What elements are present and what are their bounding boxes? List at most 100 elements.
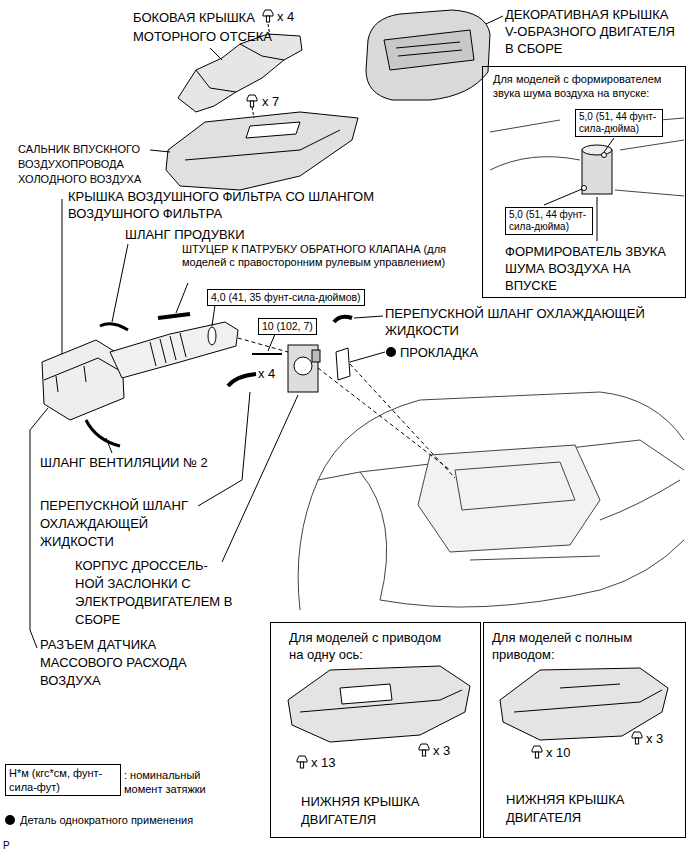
v-engine-cover [396, 42, 462, 56]
panel-heading: Для моделей с формирователем звука шума … [493, 72, 681, 100]
throttle-body [294, 357, 312, 375]
engine-bay [640, 440, 684, 470]
engine-under-covers [340, 684, 392, 704]
bolt-count: x 4 [277, 9, 294, 25]
bolt-icons [632, 732, 642, 744]
engine-bay [470, 556, 600, 560]
torque-box: 5,0 (51, 44 фунт- сила-дюйма) [575, 109, 663, 137]
air-filter-assembly [208, 327, 216, 345]
bolt-icons [263, 10, 273, 22]
alignment-lines [318, 368, 450, 470]
alignment-lines [350, 364, 455, 478]
inset-sketch [602, 153, 607, 158]
v-engine-cover [384, 30, 474, 70]
part-name: ПРОКЛАДКА [400, 345, 478, 360]
torque-value: 5,0 (51, 44 фунт- сила-дюйма) [509, 209, 589, 233]
inset-sketch [582, 150, 612, 194]
engine-bay [380, 540, 684, 607]
engine-bay [455, 462, 575, 510]
air-filter-assembly [228, 374, 256, 386]
engine-side-cover [178, 34, 302, 112]
torque-value: 5,0 (51, 44 фунт- сила-дюйма) [579, 111, 659, 135]
engine-side-cover [196, 70, 236, 92]
engine-side-cover [210, 48, 222, 60]
intake-seal [185, 130, 340, 160]
part-name: ФОРМИРОВАТЕЛЬ ЗВУКА ШУМА ВОЗДУХА НА ВПУС… [505, 243, 683, 294]
part-name: КРЫШКА ВОЗДУШНОГО ФИЛЬТРА СО ШЛАНГОМ ВОЗ… [68, 188, 378, 222]
bolt-count: x 10 [546, 745, 571, 761]
legend-torque-box: Н*м (кгс*см, фунт- сила-фут) [5, 764, 121, 796]
leader-lines [62, 199, 63, 354]
alignment-lines [238, 338, 288, 352]
bolt-count: x 4 [258, 366, 275, 381]
part-name: ДЕКОРАТИВНАЯ КРЫШКА V-ОБРАЗНОГО ДВИГАТЕЛ… [505, 6, 680, 57]
engine-under-covers [288, 666, 470, 742]
part-name: НИЖНЯЯ КРЫШКА ДВИГАТЕЛЯ [506, 791, 641, 827]
bolt-icons [247, 95, 257, 107]
part-name: ПЕРЕПУСКНОЙ ШЛАНГ ОХЛАЖДАЮЩЕЙ ЖИДКОСТИ [40, 497, 225, 551]
intake-seal [150, 150, 170, 152]
air-filter-assembly [110, 322, 238, 378]
bolt-count: x 3 [646, 731, 663, 747]
part-name: ШТУЦЕР К ПАТРУБКУ ОБРАТНОГО КЛАПАНА (для… [182, 243, 452, 269]
inset-sketch [597, 197, 598, 241]
leader-lines [198, 392, 250, 506]
leader-lines [350, 352, 385, 362]
torque-value: 4,0 (41, 35 фунт-сила-дюймов) [211, 291, 361, 304]
variant-panel: Для моделей с приводом на одну ось: x 13 x… [270, 622, 481, 838]
air-filter-assembly [100, 324, 128, 330]
part-name: РАЗЪЕМ ДАТЧИКА МАССОВОГО РАСХОДА ВОЗДУХА [40, 636, 210, 690]
bolt-count: x 13 [311, 755, 336, 771]
inset-sketch [582, 186, 587, 191]
bolt-icons [419, 744, 429, 756]
part-name: БОКОВАЯ КРЫШКА МОТОРНОГО ОТСЕКА [133, 8, 283, 46]
leader-lines [112, 244, 128, 322]
throttle-body [336, 348, 350, 380]
intake-seal [252, 107, 254, 118]
legend-sample-text: Н*м (кгс*см, фунт- сила-фут) [9, 766, 117, 794]
one-time-part-symbols [5, 815, 15, 825]
engine-bay [298, 392, 684, 610]
air-filter-assembly [42, 314, 352, 446]
air-filter-assembly [158, 314, 190, 318]
engine-under-covers [300, 690, 462, 712]
intake-seal [150, 107, 358, 190]
panel-heading: Для моделей с приводом на одну ось: [289, 629, 457, 663]
bolt-count: x 3 [433, 743, 450, 759]
engine-bay [600, 480, 680, 520]
torque-box: 5,0 (51, 44 фунт- сила-дюйма) [505, 207, 593, 235]
air-filter-assembly [150, 333, 186, 366]
legend-text: : номинальный момент затяжки [124, 768, 224, 796]
leader-lines [176, 283, 188, 313]
engine-under-covers [514, 690, 662, 712]
engine-under-covers [560, 684, 620, 688]
inset-sketch [490, 157, 580, 170]
engine-under-covers [288, 666, 668, 742]
inset-sketch [620, 140, 684, 150]
part-name: ПЕРЕПУСКНОЙ ШЛАНГ ОХЛАЖДАЮЩЕЙ ЖИДКОСТИ [385, 305, 675, 339]
inset-sketch [615, 190, 684, 196]
throttle-body [312, 350, 320, 362]
v-engine-cover [366, 10, 490, 100]
bolt-icons [532, 746, 542, 758]
engine-bay [418, 445, 600, 552]
page-mark: P [3, 840, 10, 852]
leader-lines [106, 438, 112, 453]
part-name: САЛЬНИК ВПУСКНОГО ВОЗДУХОПРОВОДА ХОЛОДНО… [18, 142, 158, 187]
bolt-icons [297, 756, 307, 768]
leader-lines [222, 395, 298, 562]
one-time-part-symbols [5, 347, 396, 825]
one-time-part-symbols [386, 347, 396, 357]
panel-heading: Для моделей с полным приводом: [492, 629, 677, 663]
inset-sketch [544, 189, 582, 205]
torque-box: 4,0 (41, 35 фунт-сила-дюймов) [207, 289, 365, 306]
engine-side-cover [240, 44, 284, 60]
intake-seal [246, 122, 300, 138]
bolt-count: x 7 [262, 94, 279, 110]
engine-under-covers [500, 668, 668, 740]
air-filter-assembly [86, 420, 120, 446]
leader-lines [354, 316, 383, 318]
part-name: ШЛАНГ ВЕНТИЛЯЦИИ № 2 [40, 455, 208, 471]
inset-sketch [604, 138, 614, 152]
